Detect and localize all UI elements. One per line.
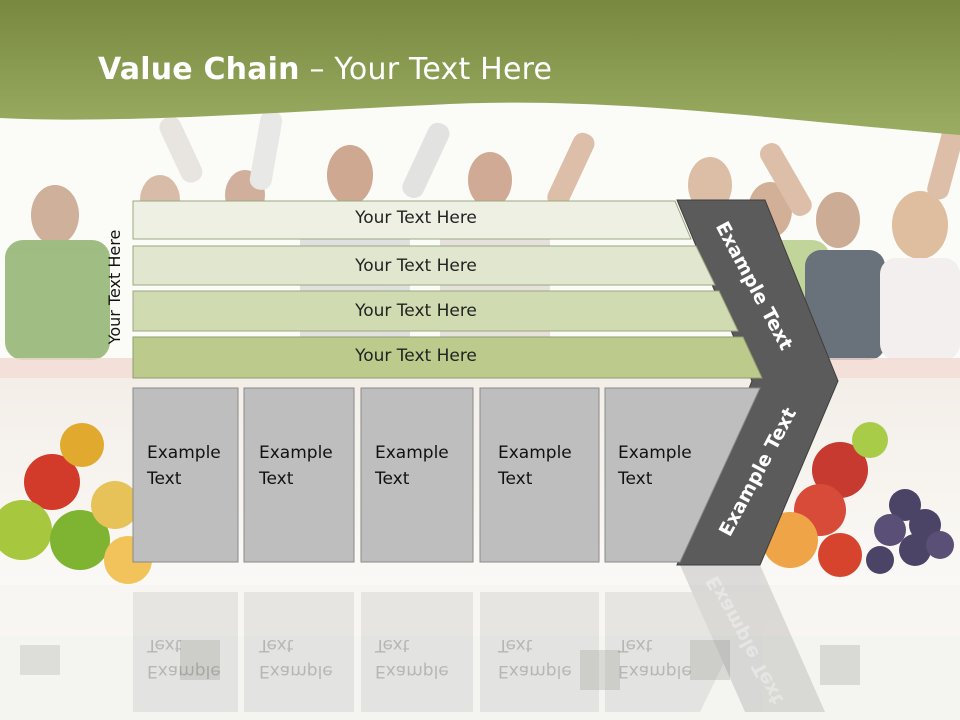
- column-text-1-line1: Example: [147, 443, 221, 463]
- reflection-text-3-line1: Example: [375, 661, 449, 681]
- reflection-text-5-line2: Text: [618, 635, 653, 655]
- column-box-1: [132, 387, 239, 563]
- column-text-4: Example Text: [498, 440, 572, 492]
- row-bar-4: [132, 336, 763, 379]
- column-text-1-line2: Text: [147, 469, 182, 489]
- column-text-5-line1: Example: [618, 443, 692, 463]
- reflection-text-4-line1: Example: [498, 661, 572, 681]
- vertical-label: Your Text Here: [105, 229, 124, 345]
- column-box-4: [479, 387, 600, 563]
- reflection-text-5-line1: Example: [618, 661, 692, 681]
- row-label-2: Your Text Here: [355, 256, 477, 276]
- column-text-1: Example Text: [147, 440, 221, 492]
- column-box-3: [360, 387, 474, 563]
- reflection-text-5: Example Text: [618, 632, 692, 684]
- column-text-3-line2: Text: [375, 469, 410, 489]
- reflection-text-3: Example Text: [375, 632, 449, 684]
- reflection-text-3-line2: Text: [375, 635, 410, 655]
- reflection-text-2-line1: Example: [259, 661, 333, 681]
- row-bar-2: [132, 245, 716, 286]
- reflection-text-4-line2: Text: [498, 635, 533, 655]
- column-box-5: [604, 387, 761, 563]
- column-text-3: Example Text: [375, 440, 449, 492]
- column-text-3-line1: Example: [375, 443, 449, 463]
- column-box-2: [243, 387, 355, 563]
- row-label-1: Your Text Here: [355, 208, 477, 228]
- fruit-image: [0, 422, 954, 584]
- title-bold: Value Chain: [98, 52, 300, 87]
- row-bar-1: [132, 200, 692, 240]
- row-label-3: Your Text Here: [355, 301, 477, 321]
- column-text-2-line2: Text: [259, 469, 294, 489]
- column-text-4-line2: Text: [498, 469, 533, 489]
- column-text-5: Example Text: [618, 440, 692, 492]
- column-text-2-line1: Example: [259, 443, 333, 463]
- column-text-5-line2: Text: [618, 469, 653, 489]
- slide-title: Value Chain – Your Text Here: [98, 52, 552, 87]
- column-text-2: Example Text: [259, 440, 333, 492]
- floor-reflection-image: [20, 640, 860, 690]
- row-label-4: Your Text Here: [355, 346, 477, 366]
- header-band: [0, 0, 960, 135]
- column-text-4-line1: Example: [498, 443, 572, 463]
- reflection-text-2: Example Text: [259, 632, 333, 684]
- row-bar-3: [132, 290, 739, 332]
- diagram-reflection: [133, 565, 825, 712]
- reflection-text-1: Example Text: [147, 632, 221, 684]
- reflection-text-4: Example Text: [498, 632, 572, 684]
- title-rest: – Your Text Here: [299, 52, 553, 87]
- reflection-text-1-line1: Example: [147, 661, 221, 681]
- reflection-text-2-line2: Text: [259, 635, 294, 655]
- reflection-text-1-line2: Text: [147, 635, 182, 655]
